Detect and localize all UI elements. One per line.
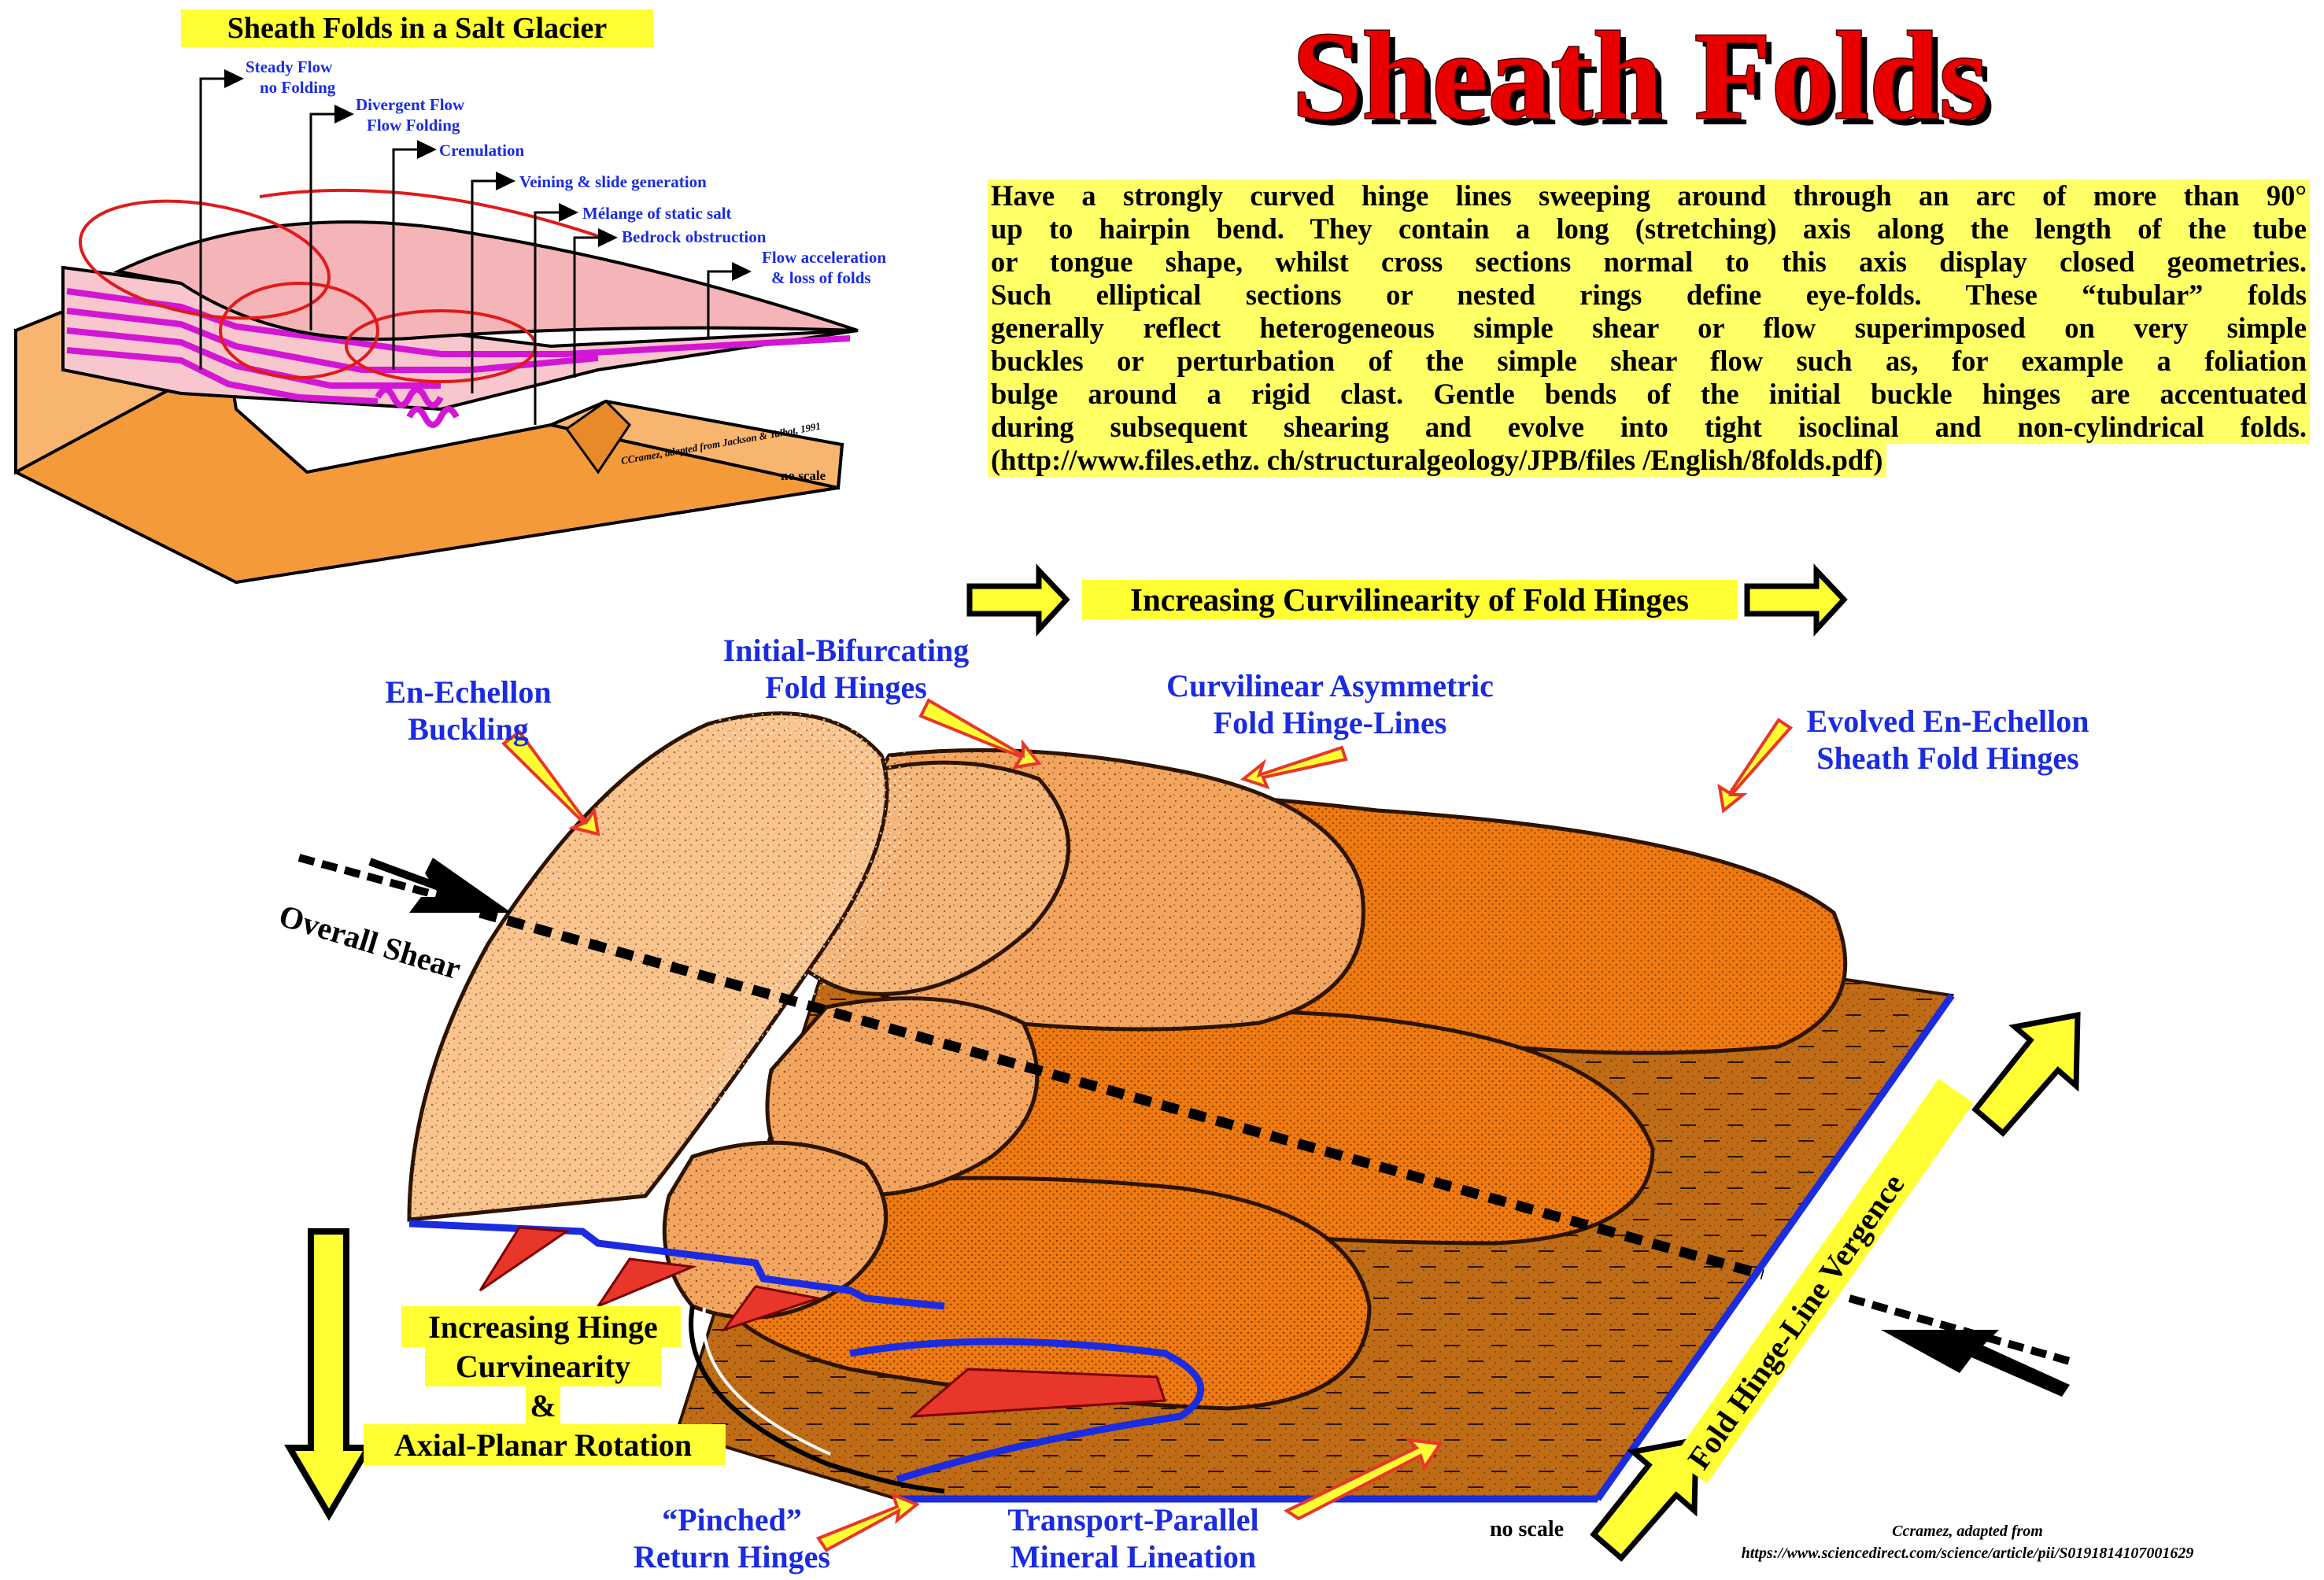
increasing-label-3: &: [530, 1388, 556, 1423]
transport-label-2: Mineral Lineation: [1011, 1539, 1256, 1574]
pinched-return-arc: [689, 1305, 945, 1493]
increasing-label-bg-3: [526, 1386, 560, 1424]
evolved-label-1: Evolved En-Echellon: [1807, 703, 2089, 739]
lower-light-texture: [767, 998, 1037, 1195]
sheath-fold-diagram: [407, 689, 1955, 1503]
salt-glacier-diagram: Sheath Folds in a Salt Glacier: [14, 9, 886, 585]
curvilinear-label-2: Fold Hinge-Lines: [1214, 705, 1447, 740]
description-line: bulge around a rigid clast. Gentle bends…: [988, 378, 2310, 411]
glacier-label-veining: Veining & slide generation: [519, 172, 707, 191]
evolved-label-2: Sheath Fold Hinges: [1816, 740, 2078, 776]
en-echellon-label-2: Buckling: [408, 711, 528, 747]
glacier-label-steady-flow: Steady Flow: [246, 57, 333, 76]
description-paragraph: Have a strongly curved hinge lines sweep…: [988, 179, 2310, 477]
description-line: or tongue shape, whilst cross sections n…: [988, 245, 2310, 279]
increasing-label-bg-4: [364, 1424, 726, 1465]
hinge-red-wedges: [478, 1226, 1167, 1418]
increasing-label-2: Curvinearity: [456, 1349, 630, 1384]
glacier-leader-arrowheads: [224, 69, 752, 281]
pinched-label-2: Return Hinges: [634, 1539, 830, 1574]
pinched-label-1: “Pinched”: [662, 1502, 802, 1538]
no-scale-label: no scale: [1490, 1517, 1564, 1541]
description-line: Such elliptical sections or nested rings…: [988, 279, 2310, 312]
glacier-title: Sheath Folds in a Salt Glacier: [227, 12, 608, 45]
front-fold-blue-outline: [849, 1338, 1205, 1483]
glacier-label-divergent-flow: Divergent Flow: [356, 95, 465, 114]
credit-line-1: Ccramez, adapted from: [1892, 1523, 2043, 1540]
credit-line-2: https://www.sciencedirect.com/science/ar…: [1742, 1545, 2194, 1562]
transport-label-1: Transport-Parallel: [1007, 1502, 1258, 1538]
bottom-shear-arrow: [1881, 1330, 2070, 1397]
pinched-return-arc-inner: [701, 1307, 831, 1456]
bottom-shear-dotted: [1848, 1294, 2071, 1365]
en-echellon-highlight: [689, 689, 911, 1131]
glacier-leader-lines: [199, 77, 732, 425]
diagram-labels: Increasing Curvilinearity of Fold Hinges…: [275, 580, 2193, 1574]
glacier-label-crenulation: Crenulation: [439, 141, 524, 160]
curvilinear-label-1: Curvilinear Asymmetric: [1166, 668, 1494, 703]
page-title: Sheath Folds: [1292, 6, 1989, 146]
overall-shear-arrow-top: [409, 858, 512, 913]
curvilinearity-arrow-left: [966, 563, 1070, 637]
description-line: up to hairpin bend. They contain a long …: [988, 212, 2310, 245]
glacier-label-flow-acceleration: Flow acceleration: [762, 248, 886, 267]
hinge-base-blue-outline: [408, 1220, 945, 1310]
glacier-label-flow-folding: Flow Folding: [367, 116, 460, 135]
arrows: [284, 563, 2081, 1562]
increasing-label-1: Increasing Hinge: [428, 1309, 658, 1345]
pointer-arrows: [501, 698, 1794, 1552]
vergence-arrow-upper: [1971, 1011, 2081, 1137]
description-line: Have a strongly curved hinge lines sweep…: [988, 179, 2310, 212]
glacier-label-no-folding: no Folding: [260, 78, 336, 97]
curvilinearity-label-bg: [1082, 580, 1738, 619]
overall-shear-arrow-shaft: [368, 858, 490, 909]
glacier-slope: [564, 400, 631, 474]
curvilinearity-label: Increasing Curvilinearity of Fold Hinges: [1130, 581, 1689, 618]
increasing-label-4: Axial-Planar Rotation: [394, 1427, 692, 1463]
glacier-top-surface: [113, 220, 859, 341]
curvilinearity-arrow-right: [1744, 563, 1848, 637]
description-line-url: (http://www.files.ethz. ch/structuralgeo…: [988, 444, 1886, 477]
lineation-plane-blue-edge: [1594, 993, 1955, 1501]
description-line: generally reflect heterogeneous simple s…: [988, 312, 2310, 345]
glacier-label-loss-of-folds: & loss of folds: [771, 268, 871, 287]
increasing-label-bg-2: [425, 1347, 661, 1386]
increasing-label-bg-1: [401, 1306, 681, 1347]
en-echellon-texture: [409, 713, 887, 1220]
bottom-light-texture: [664, 1143, 886, 1318]
en-echellon-label-1: En-Echellon: [385, 674, 551, 710]
rotation-arrow-down: [284, 1228, 374, 1521]
shear-axis-line: [478, 907, 1764, 1280]
glacier-label-bedrock: Bedrock obstruction: [622, 227, 767, 246]
glacier-red-loops: [78, 188, 599, 383]
glacier-no-scale: no scale: [781, 468, 826, 483]
glacier-label-melange: Mélange of static salt: [582, 204, 732, 223]
description-line: buckles or perturbation of the simple sh…: [988, 345, 2310, 378]
initial-bifurcating-label-2: Fold Hinges: [765, 670, 927, 705]
glacier-title-bg: [181, 9, 653, 47]
description-line: during subsequent shearing and evolve in…: [988, 411, 2310, 444]
initial-bifurcating-label-1: Initial-Bifurcating: [723, 633, 970, 668]
title-shadow: Sheath Folds: [1299, 12, 1995, 152]
vergence-arrow-lower: [1590, 1436, 1699, 1562]
title-block: Sheath Folds Sheath Folds: [1291, 5, 1995, 153]
glacier-magenta-bands: [66, 288, 851, 428]
vergence-label-bg: [1672, 1078, 1974, 1484]
